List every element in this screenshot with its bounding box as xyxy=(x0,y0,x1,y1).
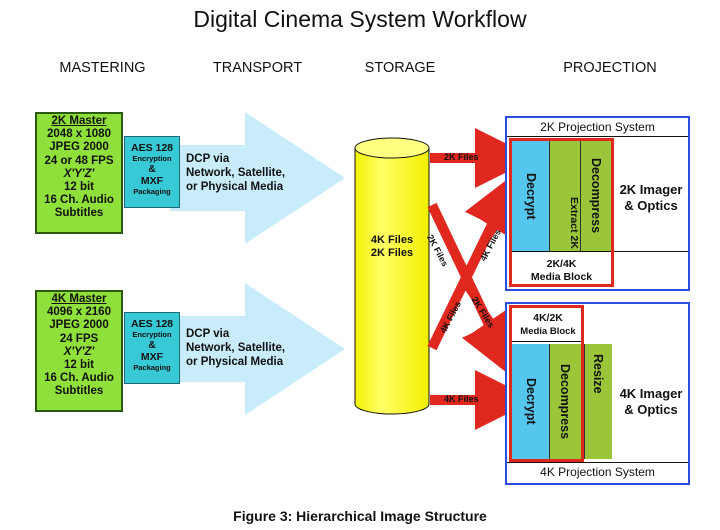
transport-line: or Physical Media xyxy=(186,356,284,368)
transport-line: Network, Satellite, xyxy=(186,342,286,354)
master-4k-fps: 24 FPS xyxy=(59,332,99,345)
packaging-mxf: MXF xyxy=(140,351,164,363)
imager-line: 4K Imager xyxy=(619,386,683,401)
media-block-line: Media Block xyxy=(520,326,576,337)
flow-label-bottom-4k: 4K Files xyxy=(444,394,479,404)
packaging-encryption: Encryption xyxy=(132,330,172,339)
master-2k-resolution: 2048 x 1080 xyxy=(47,128,111,141)
column-mastering: MASTERING xyxy=(59,60,146,76)
extract-label-2k: Extract 2K xyxy=(568,197,580,249)
projection-4k-label: 4K Projection System xyxy=(540,465,655,479)
transport-arrow-top xyxy=(170,112,345,244)
resize-label-4k: Resize xyxy=(591,354,605,394)
transport-arrow-bottom xyxy=(170,283,345,415)
flow-arrow-mid-up xyxy=(465,192,517,272)
decompress-label-4k: Decompress xyxy=(558,363,572,440)
media-block-4k-label: 4K/2K Media Block xyxy=(512,312,584,338)
transport-line: Network, Satellite, xyxy=(186,167,286,179)
decrypt-label-2k: Decrypt xyxy=(524,172,538,220)
extract-stage-2k xyxy=(549,141,581,251)
master-4k-bitdepth: 12 bit xyxy=(63,359,95,372)
imager-4k-label: 4K Imager & Optics xyxy=(612,386,690,418)
divider xyxy=(507,136,688,137)
media-block-2k-outline xyxy=(509,138,614,287)
packaging-label: Packaging xyxy=(133,363,171,372)
master-2k-subtitles: Subtitles xyxy=(54,207,104,220)
media-block-line: Media Block xyxy=(530,271,593,283)
column-projection: PROJECTION xyxy=(563,60,657,76)
imager-line: 2K Imager xyxy=(619,182,683,197)
decrypt-stage-2k xyxy=(512,141,549,251)
media-block-line: 4K/2K xyxy=(533,312,563,324)
imager-line: & Optics xyxy=(624,402,678,417)
transport-line: DCP via xyxy=(186,153,230,165)
decompress-label-2k: Decompress xyxy=(589,158,603,234)
resize-stage-4k xyxy=(584,344,612,459)
decompress-stage-2k xyxy=(581,141,611,251)
master-2k-colorspace: X'Y'Z' xyxy=(63,167,95,180)
master-4k-subtitles: Subtitles xyxy=(54,385,104,398)
packaging-amp: & xyxy=(148,163,156,175)
divider xyxy=(507,462,688,463)
decrypt-label-4k: Decrypt xyxy=(524,378,538,425)
packaging-label: Packaging xyxy=(133,187,171,196)
master-4k-box: 4K Master 4096 x 2160 JPEG 2000 24 FPS X… xyxy=(35,290,123,412)
master-2k-box: 2K Master 2048 x 1080 JPEG 2000 24 or 48… xyxy=(35,112,123,234)
diagram-title: Digital Cinema System Workflow xyxy=(193,6,527,32)
storage-cylinder xyxy=(354,137,430,415)
packaging-aes: AES 128 xyxy=(130,318,174,330)
packaging-encryption: Encryption xyxy=(132,154,172,163)
projection-2k-label: 2K Projection System xyxy=(540,120,655,134)
flow-arrow-mid-down xyxy=(465,286,514,356)
packaging-amp: & xyxy=(148,339,156,351)
master-2k-heading: 2K Master xyxy=(51,115,107,127)
master-2k-audio: 16 Ch. Audio xyxy=(44,194,114,207)
packaging-box-4k: AES 128 Encryption & MXF Packaging xyxy=(124,312,180,384)
column-storage: STORAGE xyxy=(364,60,436,76)
imager-line: & Optics xyxy=(624,198,678,213)
packaging-aes: AES 128 xyxy=(130,142,174,154)
master-4k-audio: 16 Ch. Audio xyxy=(44,372,114,385)
transport-line: or Physical Media xyxy=(186,181,284,193)
storage-line: 2K Files xyxy=(370,247,414,259)
storage-text: 4K Files 2K Files xyxy=(355,234,429,260)
column-transport: TRANSPORT xyxy=(212,60,303,76)
packaging-mxf: MXF xyxy=(140,175,164,187)
flow-label-top-2k: 2K Files xyxy=(444,152,479,162)
media-block-2k-label: 2K/4K Media Block xyxy=(512,258,611,284)
media-block-line: 2K/4K xyxy=(546,258,577,270)
figure-caption: Figure 3: Hierarchical Image Structure xyxy=(233,508,487,524)
media-block-4k-outline xyxy=(509,305,584,462)
packaging-box-2k: AES 128 Encryption & MXF Packaging xyxy=(124,136,180,208)
transport-line: DCP via xyxy=(186,328,230,340)
master-4k-codec: JPEG 2000 xyxy=(49,319,109,332)
divider xyxy=(512,251,688,252)
transport-text-top: DCP via Network, Satellite, or Physical … xyxy=(186,152,285,194)
decompress-stage-4k xyxy=(549,344,581,459)
master-4k-heading: 4K Master xyxy=(51,293,107,305)
transport-text-bottom: DCP via Network, Satellite, or Physical … xyxy=(186,327,285,369)
decrypt-stage-4k xyxy=(512,344,549,459)
imager-2k-label: 2K Imager & Optics xyxy=(612,182,690,214)
master-2k-codec: JPEG 2000 xyxy=(49,141,109,154)
master-2k-fps: 24 or 48 FPS xyxy=(44,154,114,167)
master-4k-colorspace: X'Y'Z' xyxy=(63,345,95,358)
master-4k-resolution: 4096 x 2160 xyxy=(47,306,111,319)
divider xyxy=(510,341,584,342)
master-2k-bitdepth: 12 bit xyxy=(63,181,95,194)
storage-line: 4K Files xyxy=(370,234,414,246)
